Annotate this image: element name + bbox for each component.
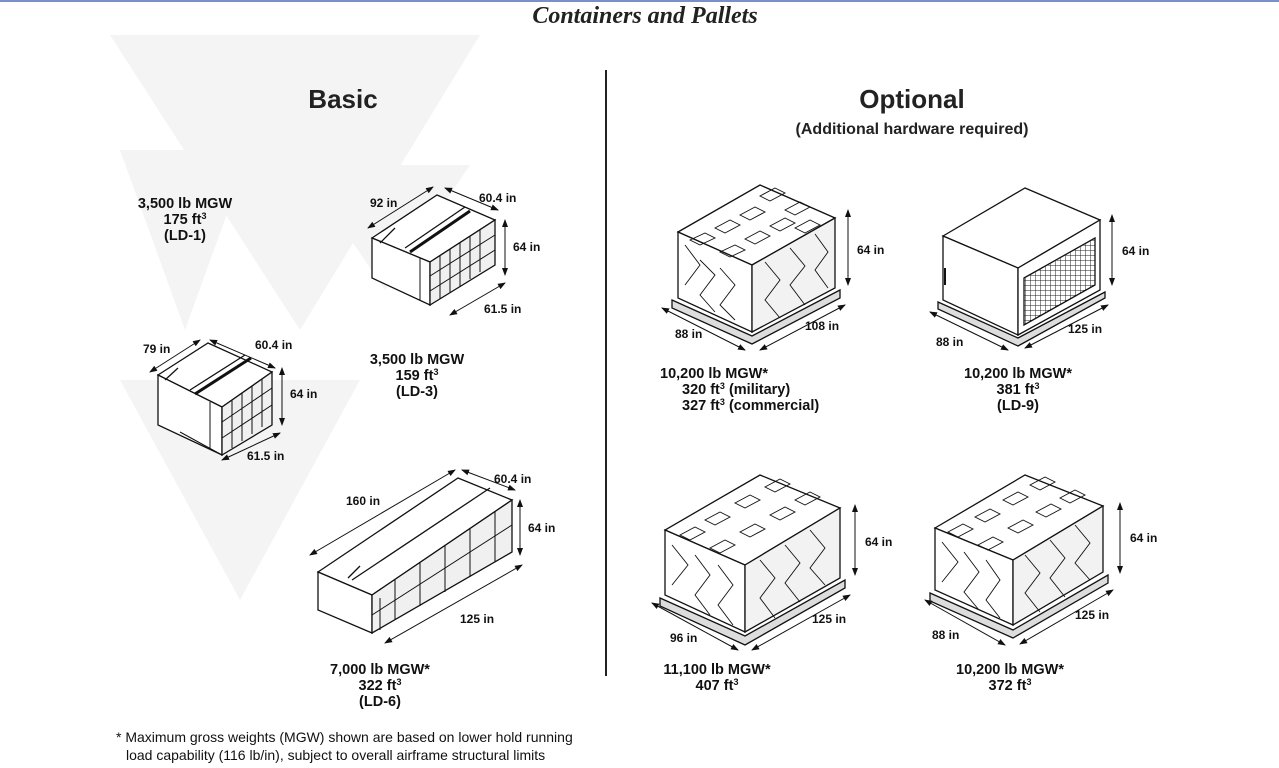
optional-heading: Optional bbox=[859, 84, 965, 114]
section-divider bbox=[605, 70, 607, 676]
ld1-designation: (LD-1) bbox=[164, 228, 206, 244]
pallet-96x125-spec: 11,100 lb MGW* 407 ft3 bbox=[652, 662, 782, 694]
pallet-96x125-length-label: 125 in bbox=[812, 612, 847, 626]
pallet-96x125-width-label: 96 in bbox=[670, 631, 698, 645]
pallet-88x125-length-label: 125 in bbox=[1075, 608, 1110, 622]
ld9-dimension-lines bbox=[929, 214, 1115, 351]
ld1-spec: 3,500 lb MGW 175 ft3 (LD-1) bbox=[120, 196, 250, 244]
ld3-designation: (LD-3) bbox=[396, 384, 438, 400]
ld1-width-label: 60.4 in bbox=[255, 338, 293, 352]
pallet-88x108-height-label: 64 in bbox=[857, 243, 885, 257]
ld3-base-label: 61.5 in bbox=[484, 302, 522, 316]
pallet-88x125-volume: 372 ft3 bbox=[988, 677, 1032, 695]
optional-subheading: (Additional hardware required) bbox=[795, 121, 1029, 138]
ld1-base-label: 61.5 in bbox=[247, 449, 285, 463]
ld6-height-label: 64 in bbox=[528, 521, 556, 535]
ld9-volume: 381 ft3 bbox=[996, 381, 1040, 399]
ld6-base-label: 125 in bbox=[460, 612, 495, 626]
footnote-line-1: * Maximum gross weights (MGW) shown are … bbox=[116, 729, 573, 745]
ld9-length-label: 125 in bbox=[1068, 322, 1103, 336]
pallet-88x108-dimension-lines bbox=[661, 209, 851, 351]
ld1-weight: 3,500 lb MGW bbox=[137, 196, 233, 212]
ld3-length-label: 92 in bbox=[370, 196, 398, 210]
ld9-height-label: 64 in bbox=[1122, 244, 1150, 258]
ld3-dimension-lines bbox=[367, 186, 508, 316]
pallet-96x125-volume: 407 ft3 bbox=[695, 677, 739, 695]
footnote-line-2: load capability (116 lb/in), subject to … bbox=[126, 747, 546, 763]
ld6-designation: (LD-6) bbox=[359, 694, 401, 710]
ld6-width-label: 60.4 in bbox=[494, 472, 532, 486]
pallet-88x125-width-label: 88 in bbox=[932, 628, 960, 642]
pallet-88x108-length-label: 108 in bbox=[805, 319, 840, 333]
ld3-weight: 3,500 lb MGW bbox=[369, 352, 465, 368]
pallet-88x125-dimension-lines bbox=[924, 502, 1123, 646]
pallet-88x125-weight: 10,200 lb MGW* bbox=[956, 662, 1064, 678]
pallet-88x108-width-label: 88 in bbox=[675, 327, 703, 341]
top-rule bbox=[0, 0, 1279, 2]
pallet-88x108-spec: 10,200 lb MGW* 320 ft3 (military) 327 ft… bbox=[660, 366, 860, 414]
ld1-dimension-lines bbox=[149, 339, 285, 461]
ld6-length-label: 160 in bbox=[346, 494, 381, 508]
basic-heading: Basic bbox=[308, 84, 378, 114]
footnote: * Maximum gross weights (MGW) shown are … bbox=[116, 728, 573, 764]
ld6-dimension-lines bbox=[309, 469, 523, 644]
pallet-96x125-height-label: 64 in bbox=[865, 535, 893, 549]
pallet-88x125-height-label: 64 in bbox=[1130, 531, 1158, 545]
pallet-88x108-volume-military: 320 ft3 (military) bbox=[682, 381, 791, 399]
ld9-spec: 10,200 lb MGW* 381 ft3 (LD-9) bbox=[948, 366, 1088, 414]
ld1-length-label: 79 in bbox=[143, 342, 171, 356]
pallet-96x125-weight: 11,100 lb MGW* bbox=[663, 662, 771, 678]
pallet-88x125-spec: 10,200 lb MGW* 372 ft3 bbox=[945, 662, 1075, 694]
ld3-height-label: 64 in bbox=[513, 240, 541, 254]
pallet-88x108-volume-commercial: 327 ft3 (commercial) bbox=[682, 397, 820, 415]
ld3-spec: 3,500 lb MGW 159 ft3 (LD-3) bbox=[352, 352, 482, 400]
page-title: Containers and Pallets bbox=[532, 3, 758, 29]
pallet-88x108-drawing bbox=[671, 184, 841, 345]
ld9-designation: (LD-9) bbox=[997, 398, 1039, 414]
ld9-width-label: 88 in bbox=[936, 335, 964, 349]
ld1-height-label: 64 in bbox=[290, 387, 318, 401]
pallet-96x125-dimension-lines bbox=[651, 504, 858, 651]
ld6-volume: 322 ft3 bbox=[358, 677, 402, 695]
ld3-volume: 159 ft3 bbox=[395, 367, 439, 385]
ld1-volume: 175 ft3 bbox=[163, 211, 207, 229]
ld6-spec: 7,000 lb MGW* 322 ft3 (LD-6) bbox=[315, 662, 445, 710]
ld3-width-label: 60.4 in bbox=[479, 191, 517, 205]
pallet-88x108-weight: 10,200 lb MGW* bbox=[660, 366, 768, 382]
ld6-weight: 7,000 lb MGW* bbox=[330, 662, 430, 678]
ld9-weight: 10,200 lb MGW* bbox=[964, 366, 1072, 382]
